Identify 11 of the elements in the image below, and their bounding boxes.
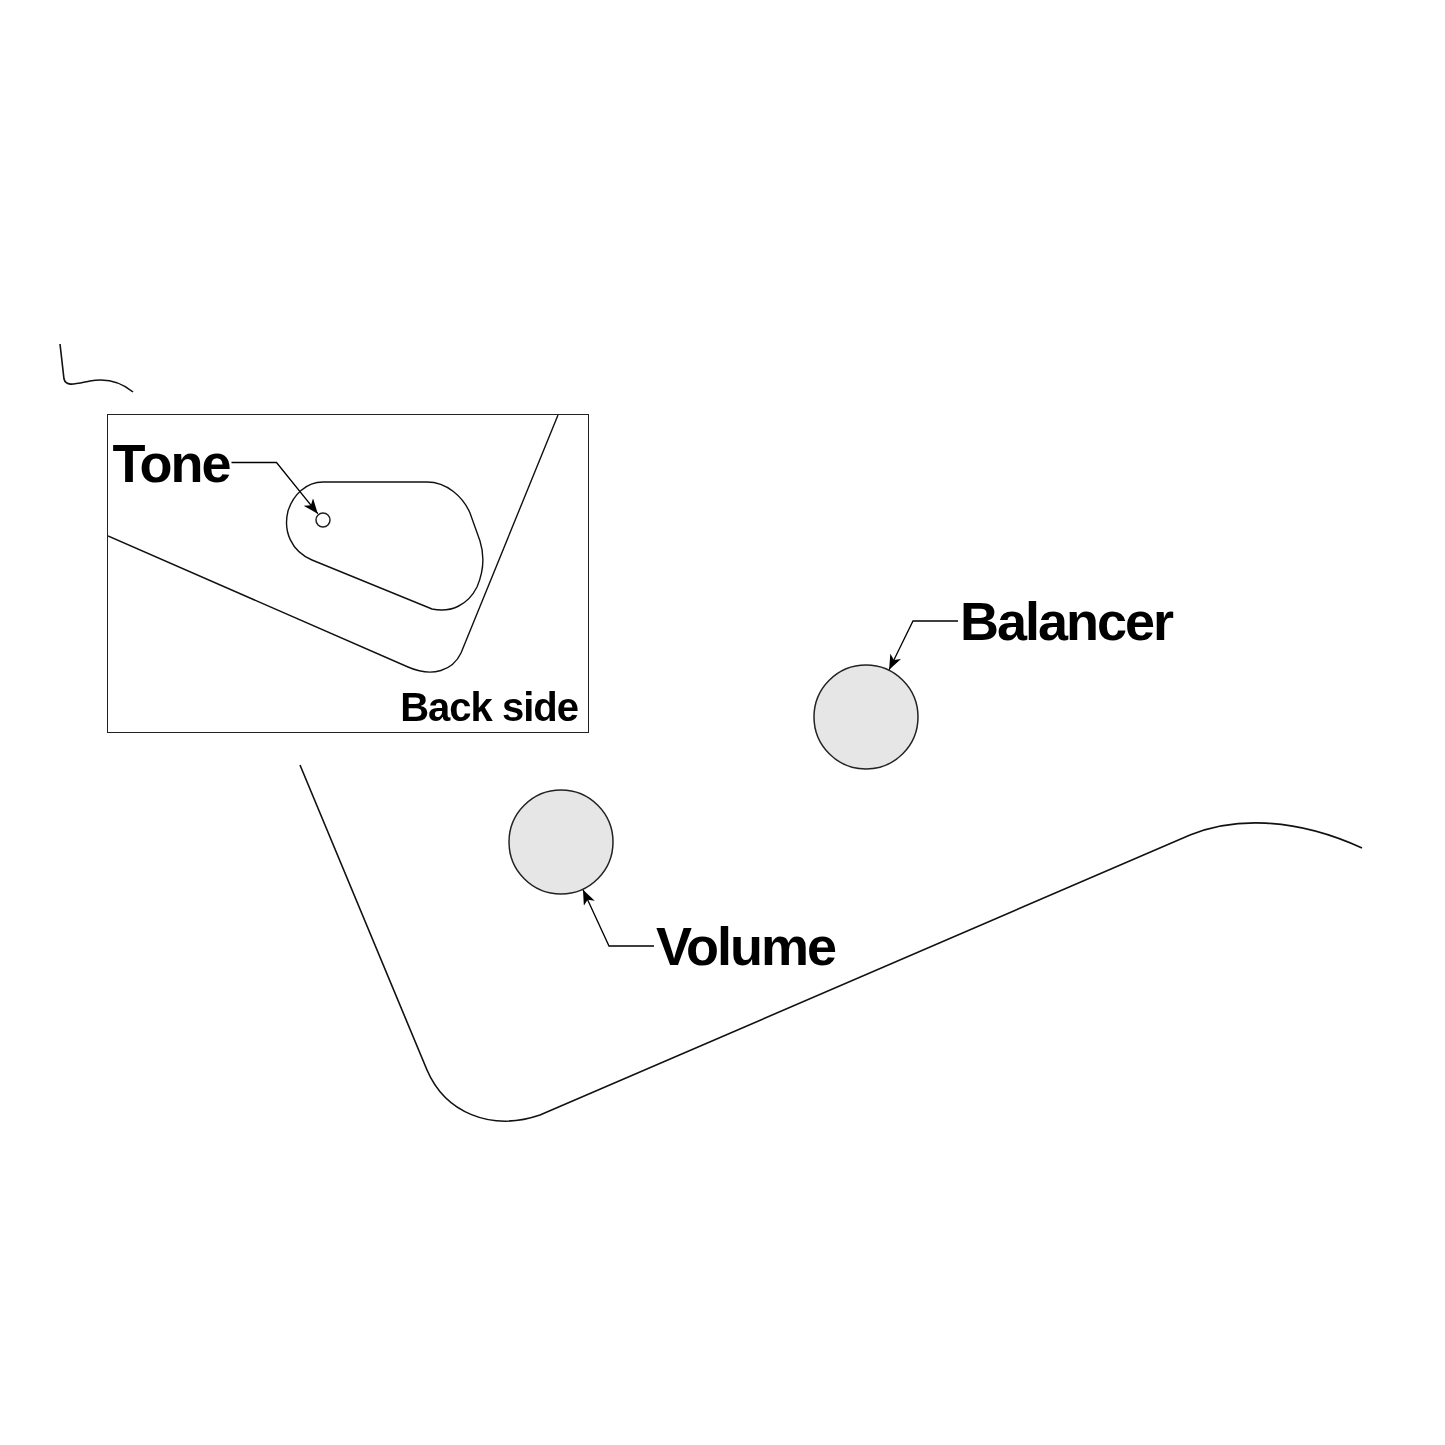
inset-caption: Back side <box>400 687 578 727</box>
leader-line <box>888 620 959 671</box>
part-label: Balancer <box>960 594 1173 648</box>
part-label: Volume <box>656 919 836 973</box>
knob-circle <box>508 789 614 895</box>
inset-panel <box>107 414 589 733</box>
knob-circle <box>813 664 919 770</box>
leader-line <box>230 461 319 515</box>
hole-circle <box>314 511 331 528</box>
leader-line <box>582 889 655 947</box>
part-label: Tone <box>112 435 230 490</box>
